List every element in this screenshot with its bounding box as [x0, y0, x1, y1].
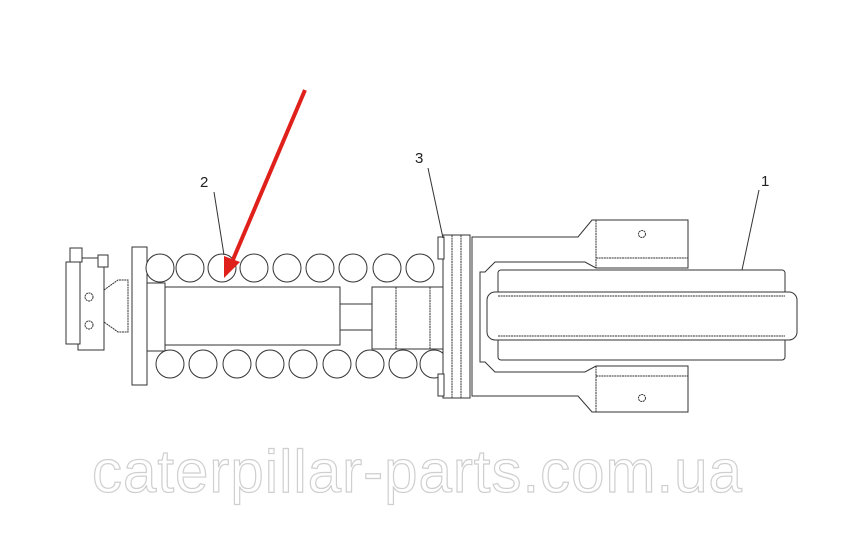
spring-coil [355, 349, 385, 379]
spring-coil [372, 253, 402, 283]
spring-coil [239, 253, 269, 283]
yoke [471, 219, 689, 413]
end-cap [65, 247, 129, 351]
left-flange [131, 246, 148, 386]
spring-coil [322, 349, 352, 379]
callout-3-leader [427, 167, 444, 239]
piston-body [371, 286, 451, 350]
callout-2-leader [213, 191, 225, 256]
spring-coil [288, 349, 318, 379]
spring-coil [272, 253, 302, 283]
mounting-plate [437, 234, 471, 399]
spring-upper-coils [145, 253, 435, 283]
spring-coil [188, 349, 218, 379]
callout-1: 1 [761, 173, 769, 190]
callout-1-leader [741, 189, 760, 271]
spring-coil [405, 253, 435, 283]
callout-2: 2 [200, 174, 208, 191]
spring-coil [338, 253, 368, 283]
spring-coil [145, 253, 175, 283]
spring-coil [175, 253, 205, 283]
spring-coil [305, 253, 335, 283]
shaft [339, 303, 373, 331]
callout-3: 3 [415, 150, 423, 167]
idler-wheel [486, 269, 798, 361]
spring-coil [388, 349, 418, 379]
spring-lower-coils [155, 349, 449, 379]
red-pointer-arrow [224, 89, 307, 278]
spring-coil [222, 349, 252, 379]
watermark: caterpillar-parts.com.ua [92, 438, 743, 505]
spring-coil [255, 349, 285, 379]
cylinder [164, 286, 341, 346]
spring-coil [155, 349, 185, 379]
